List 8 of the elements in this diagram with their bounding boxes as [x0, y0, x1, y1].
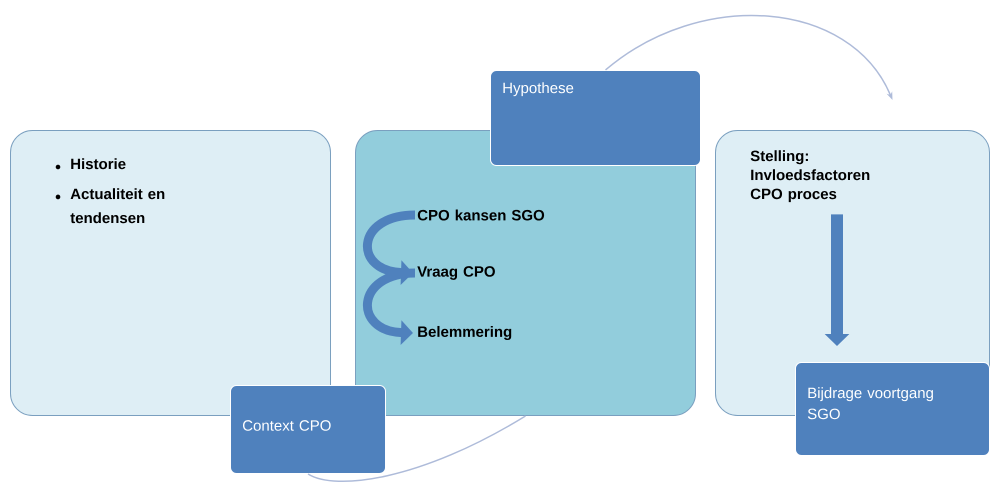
text-item: Belemmering	[418, 326, 512, 340]
text-item: Vraag CPO	[417, 266, 495, 280]
label-box: Context CPO	[230, 384, 386, 474]
text-item: CPO kansen SGO	[418, 209, 544, 220]
label-box: Bijdrage voortgang SGO	[795, 362, 990, 456]
panel-box: Historie Actualiteit en tendensen	[10, 130, 331, 416]
label-box: Hypothese	[490, 70, 701, 166]
text-item: Stelling: Invloedsfactoren CPO proces	[750, 150, 870, 202]
